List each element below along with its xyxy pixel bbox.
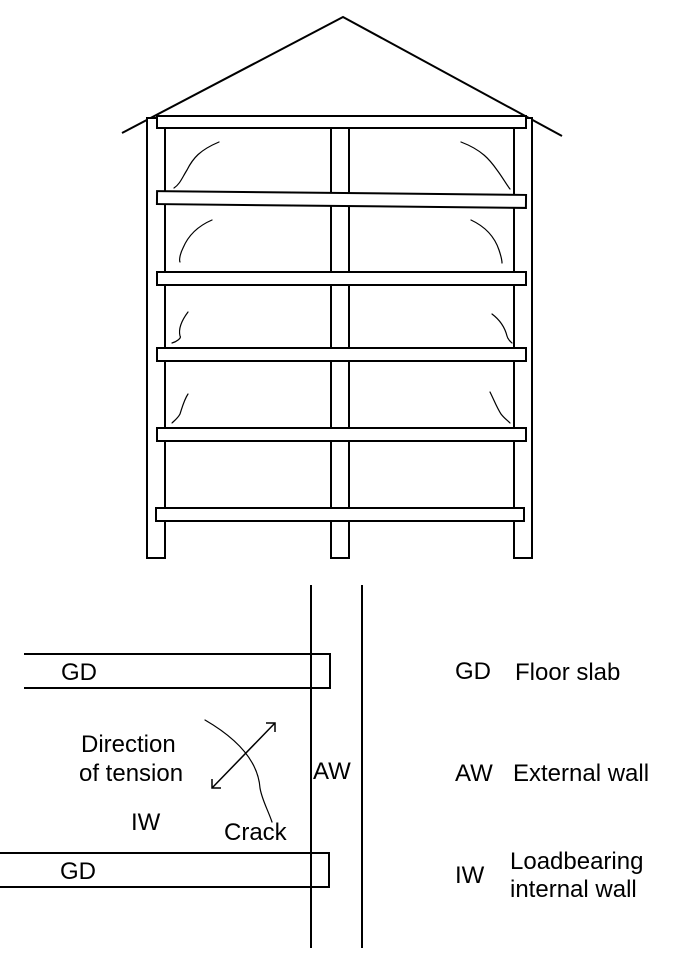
legend-description-line2: internal wall — [510, 876, 637, 903]
upper-slab-label: GD — [61, 659, 97, 686]
crack — [460, 141, 511, 190]
tension-direction-arrow — [211, 722, 276, 789]
internal-wall-label: IW — [131, 809, 161, 836]
legend-description: External wall — [513, 760, 649, 787]
right-external-wall — [513, 117, 533, 559]
legend-code: IW — [455, 862, 485, 889]
crack — [179, 219, 213, 263]
upper-floor-slab — [24, 653, 331, 689]
building-elevation — [121, 15, 563, 559]
crack — [470, 219, 503, 264]
floor-slab-2 — [156, 347, 527, 362]
floor-slab-3 — [156, 271, 527, 286]
crack — [489, 391, 511, 424]
central-internal-wall — [330, 117, 350, 559]
legend: GD Floor slab AW External wall IW Loadbe… — [455, 658, 649, 903]
crack — [491, 313, 513, 344]
floor-slab-roof — [156, 115, 527, 129]
direction-of-tension-label-line2: of tension — [79, 760, 183, 787]
crack — [173, 141, 220, 189]
crack — [171, 311, 189, 344]
floor-slab-ground — [155, 507, 525, 522]
lower-floor-slab — [0, 852, 330, 888]
floor-slab-4 — [155, 190, 528, 209]
floor-slab-1 — [156, 427, 527, 442]
left-external-wall — [146, 117, 166, 559]
legend-code: AW — [455, 760, 493, 787]
legend-description: Floor slab — [515, 659, 620, 686]
lower-slab-label: GD — [60, 858, 96, 885]
roof — [121, 15, 563, 137]
wall-detail: GD GD Direction of tension IW Crack AW — [0, 585, 363, 948]
legend-code: GD — [455, 658, 491, 685]
legend-description: Loadbearing — [510, 848, 643, 875]
direction-of-tension-label-line1: Direction — [81, 731, 176, 758]
crack — [171, 393, 189, 424]
detail-crack — [204, 719, 273, 823]
crack-label: Crack — [224, 819, 288, 846]
wall-cracks — [171, 141, 513, 424]
external-wall-label: AW — [313, 758, 351, 785]
